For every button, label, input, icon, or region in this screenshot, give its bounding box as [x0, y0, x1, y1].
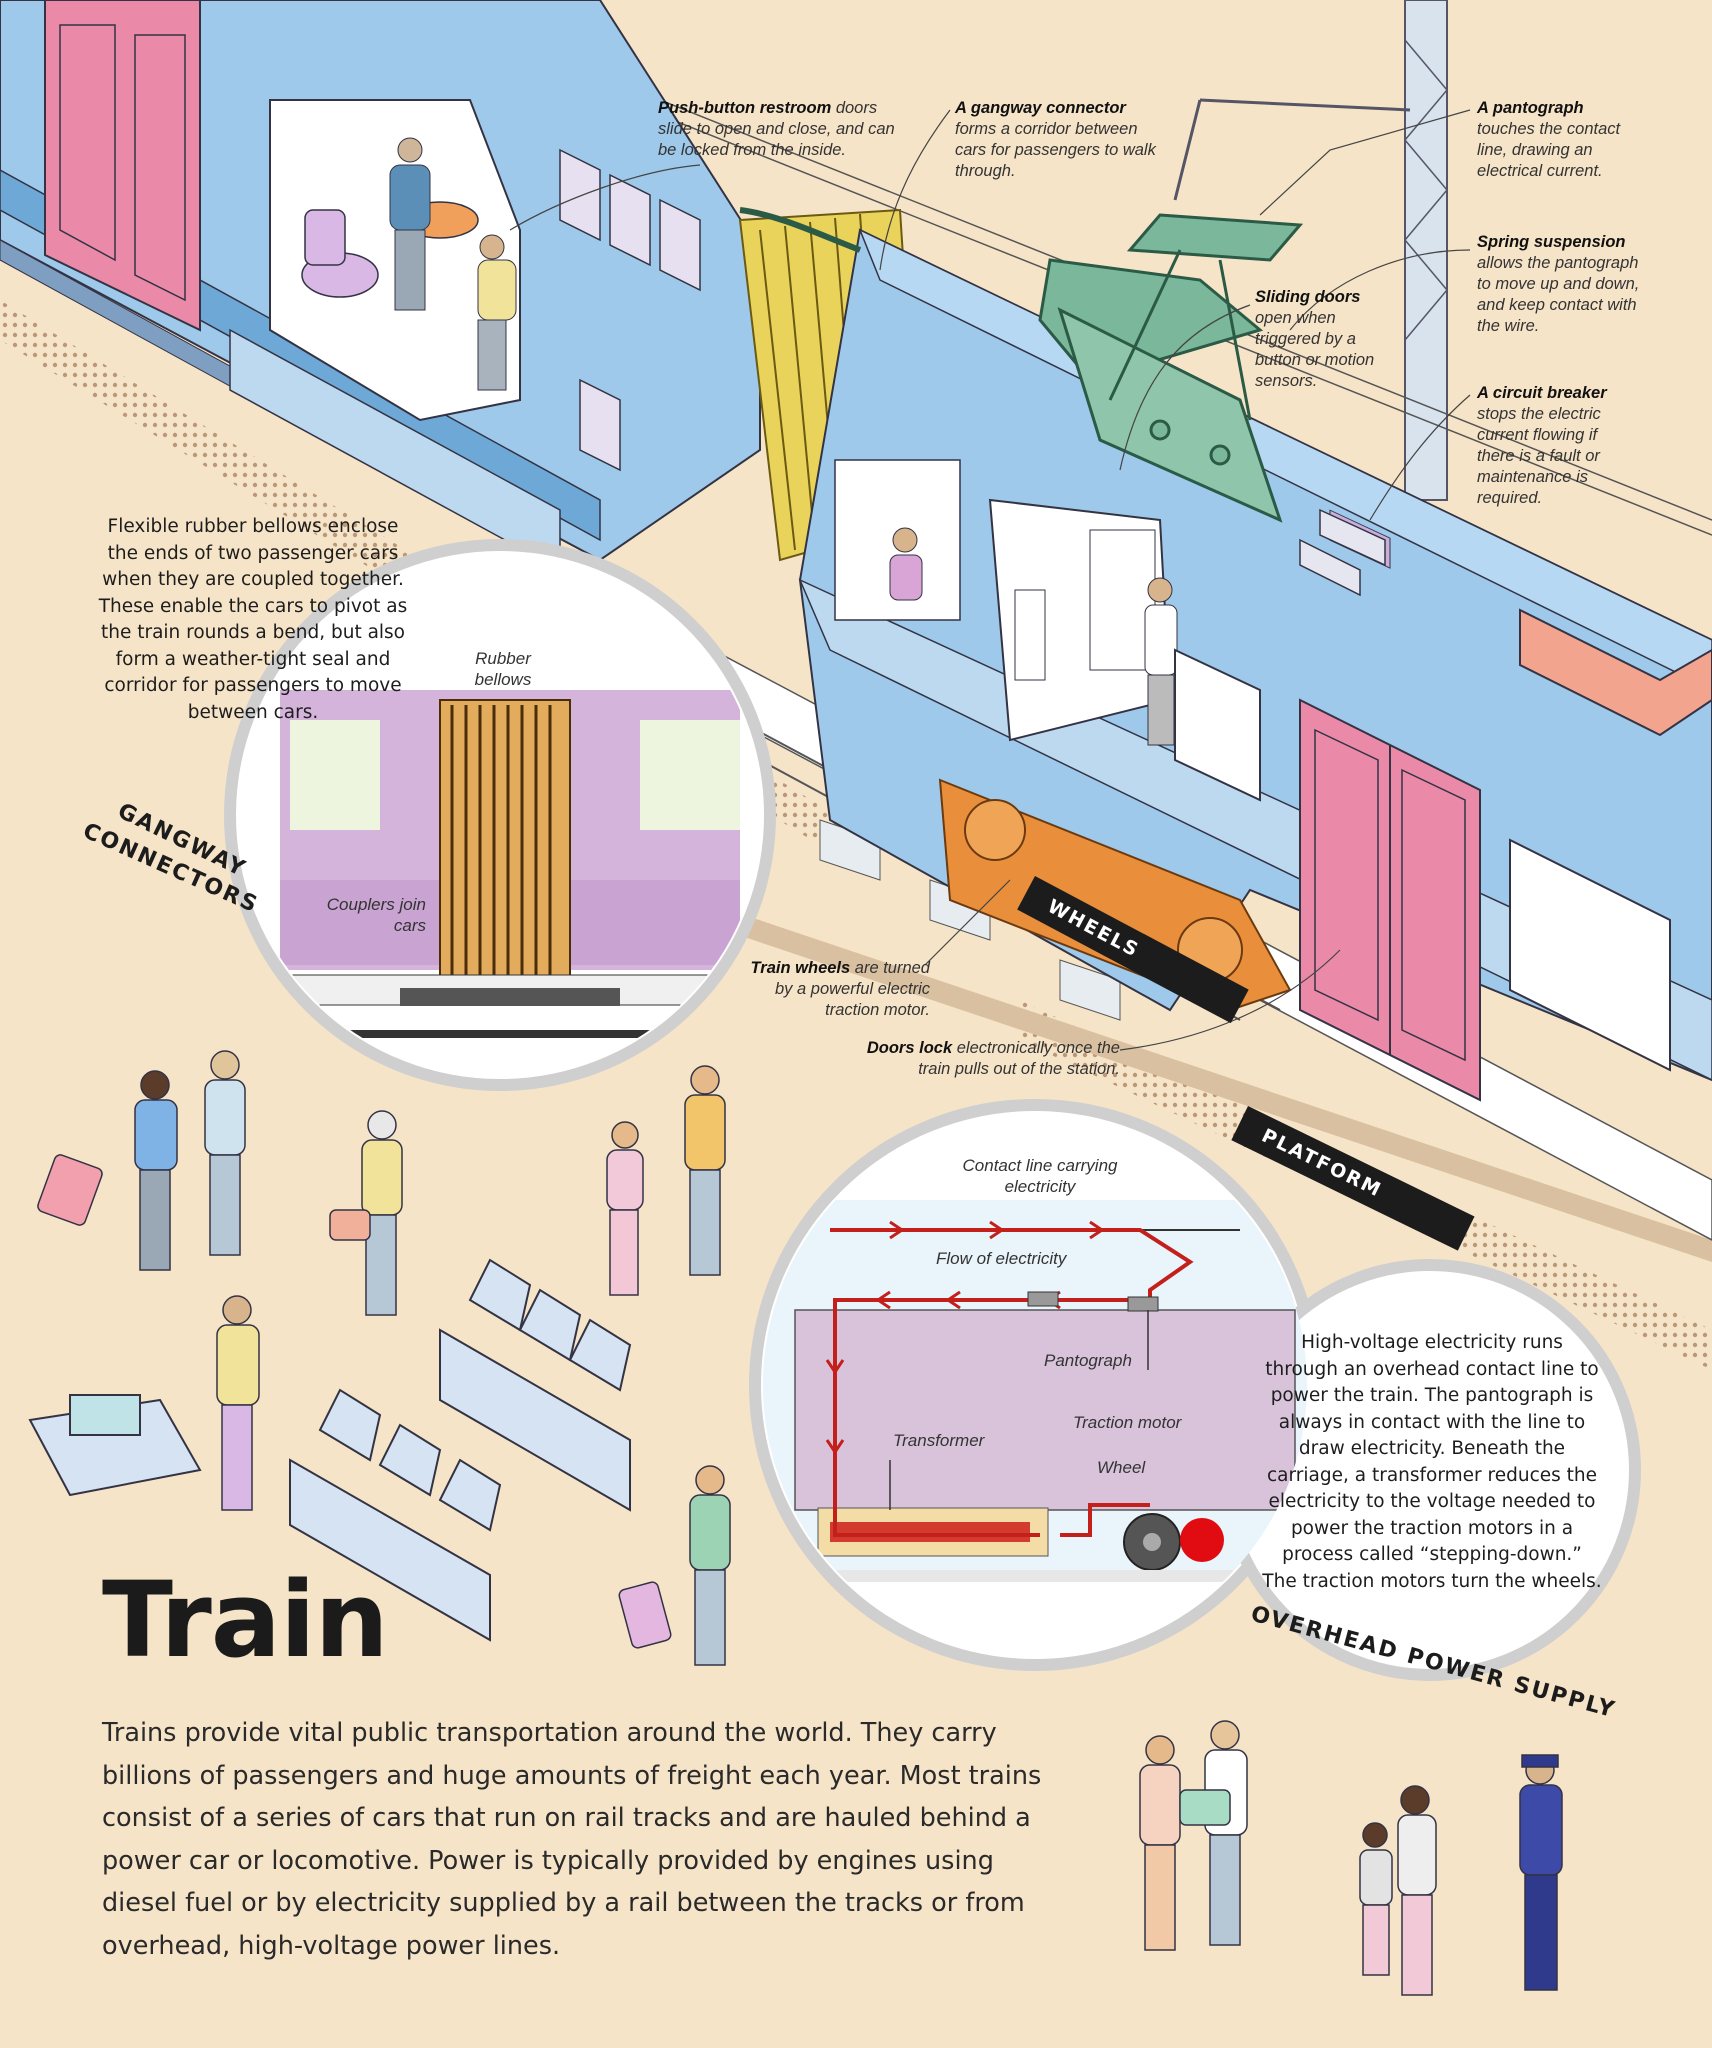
overhead-mast: [1173, 0, 1448, 501]
callout-sliding-doors: Sliding doors open when triggered by a b…: [1255, 288, 1375, 390]
callout-restroom: Push-button restroom doors slide to open…: [658, 99, 895, 159]
callout-gangway: A gangway connector forms a corridor bet…: [955, 99, 1156, 180]
label-transformer: Transformer: [893, 1431, 985, 1450]
passenger-figure: [329, 1110, 403, 1316]
passenger-figure: [684, 1065, 726, 1276]
callout-spring-suspension: Spring suspension allows the pantograph …: [1477, 233, 1640, 335]
label-traction-motor: Traction motor: [1073, 1413, 1182, 1432]
callout-pantograph: A pantograph touches the contact line, d…: [1477, 99, 1621, 180]
gangway-inset-text: Flexible rubber bellows enclose the ends…: [98, 516, 408, 723]
pink-door-front: [1299, 698, 1481, 1102]
passenger-figure: [204, 1050, 246, 1256]
callout-train-wheels: Train wheels are turned by a powerful el…: [750, 959, 930, 1019]
passenger-figure: [216, 1295, 260, 1511]
label-flow-of-electricity: Flow of electricity: [936, 1249, 1067, 1268]
cabin-seats: [559, 148, 701, 472]
label-couplers: Couplers join cars: [326, 895, 426, 935]
page-title: Train: [102, 1559, 389, 1681]
luggage-cart: [28, 1394, 202, 1497]
callout-circuit-breaker: A circuit breaker stops the electric cur…: [1477, 384, 1607, 507]
passenger-figure: [618, 1465, 731, 1666]
window-front: [1174, 648, 1671, 1072]
circuit-breaker-box: [1299, 508, 1386, 597]
intro-paragraph: Trains provide vital public transportati…: [102, 1718, 1042, 1961]
wheel-bogie: [938, 778, 1292, 1012]
passenger-figure: [1397, 1785, 1437, 1996]
callout-doors-lock: Doors lock electronically once the train…: [866, 1039, 1120, 1078]
passenger-figure: [37, 1070, 178, 1271]
passenger-figure: [1139, 1735, 1181, 1951]
gangway-inset-circle: [224, 539, 776, 1091]
restroom-cutaway: [269, 99, 521, 422]
label-wheel: Wheel: [1097, 1458, 1146, 1477]
conductor-figure: [1519, 1754, 1563, 1991]
power-inset-text: High-voltage electricity runs through an…: [1262, 1332, 1602, 1592]
pink-door-rear: [44, 0, 201, 332]
passenger-figure: [1359, 1822, 1393, 1976]
label-rubber-bellows: Rubber bellows: [474, 649, 532, 689]
passenger-figure: [1179, 1720, 1248, 1946]
platform-benches: [289, 1258, 632, 1642]
passengers: [37, 1050, 1563, 1996]
callout-leader-lines: [509, 109, 1471, 1051]
passenger-figure: [606, 1121, 644, 1296]
power-inset-circle: [749, 1099, 1641, 1681]
label-pantograph: Pantograph: [1044, 1351, 1132, 1370]
label-contact-line: Contact line carrying electricity: [962, 1156, 1118, 1196]
car-interior-cutaway: [834, 459, 1178, 746]
pantograph: [739, 207, 1304, 523]
